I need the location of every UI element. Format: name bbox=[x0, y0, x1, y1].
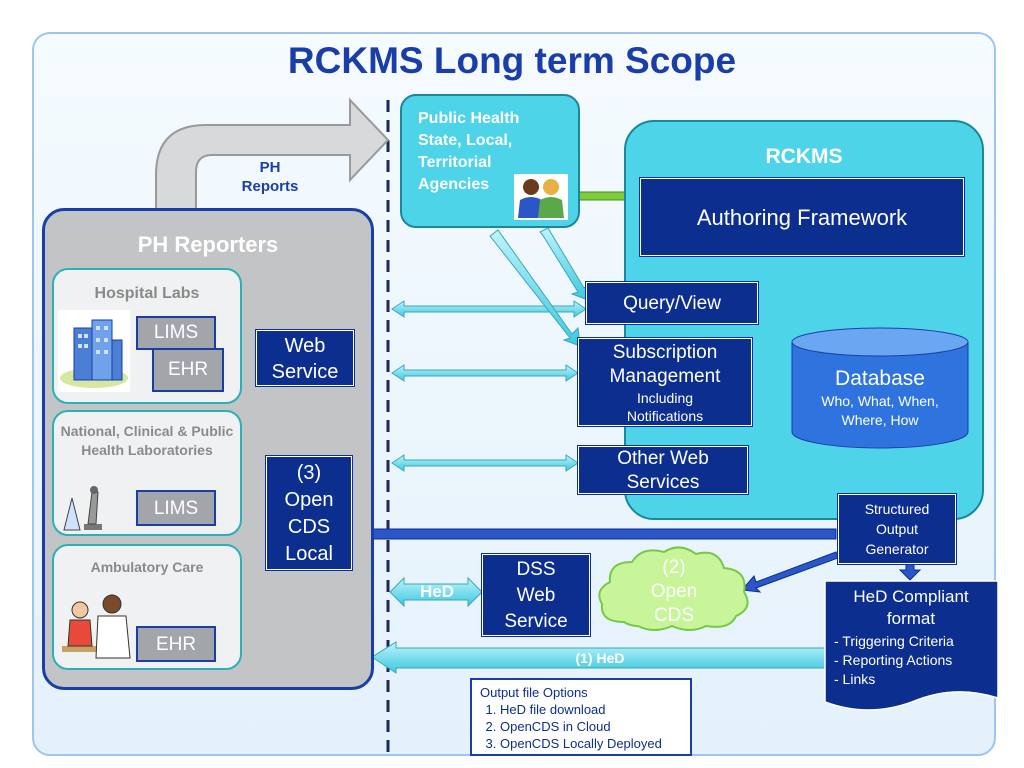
national-labs-title: National, Clinical & Public Health Labor… bbox=[60, 423, 234, 458]
ph-reporters-title: PH Reporters bbox=[137, 232, 279, 257]
open-cds-local-box: (3) Open CDS Local bbox=[265, 455, 353, 571]
arrow-subscription bbox=[391, 364, 579, 382]
output-option-item: OpenCDS in Cloud bbox=[500, 718, 682, 735]
rckms-title: RCKMS bbox=[765, 145, 843, 168]
hed-compliant-items: - Triggering Criteria - Reporting Action… bbox=[834, 632, 994, 689]
database-cylinder bbox=[791, 327, 969, 449]
arrow-structured-cloud bbox=[741, 551, 839, 593]
arrow-structured-hed bbox=[898, 561, 922, 581]
doctor-patient-icon bbox=[58, 590, 134, 662]
hospital-lims-box: LIMS bbox=[136, 316, 216, 350]
ambulatory-ehr-box: EHR bbox=[136, 626, 216, 662]
database-label: Database Who, What, When, Where, How bbox=[821, 367, 939, 428]
hed1-arrow-label: (1) HeD bbox=[575, 650, 625, 666]
ph-reports-arrow bbox=[155, 97, 390, 216]
page-title: RCKMS Long term Scope bbox=[287, 40, 737, 81]
arrow-ph-to-query bbox=[539, 227, 591, 301]
output-option-item: OpenCDS Locally Deployed bbox=[500, 735, 682, 752]
hed-compliant-doc bbox=[824, 580, 999, 711]
public-health-panel bbox=[400, 94, 580, 228]
people-icon bbox=[514, 174, 568, 220]
hed-item: - Reporting Actions bbox=[834, 652, 953, 668]
arrow-to-opencds-local bbox=[355, 523, 837, 545]
hospital-ehr-box: EHR bbox=[152, 348, 224, 392]
open-cds-cloud bbox=[598, 546, 749, 631]
output-option-item: HeD file download bbox=[500, 701, 682, 718]
subscription-box: Subscription Management Including Notifi… bbox=[577, 337, 753, 427]
output-options-box: Output file Options HeD file download Op… bbox=[470, 678, 692, 756]
arrow-ph-to-subscription bbox=[489, 229, 581, 347]
authoring-framework-box: Authoring Framework bbox=[639, 177, 965, 257]
hed-arrow-label: HeD bbox=[419, 582, 454, 601]
national-lims-box: LIMS bbox=[136, 490, 216, 526]
arrow-other bbox=[391, 454, 579, 472]
web-service-box: Web Service bbox=[255, 329, 355, 387]
hed-item: - Triggering Criteria bbox=[834, 633, 954, 649]
output-options-title: Output file Options bbox=[480, 685, 588, 700]
hospital-labs-title: Hospital Labs bbox=[94, 285, 200, 302]
query-view-box: Query/View bbox=[585, 281, 759, 325]
hed-item: - Links bbox=[834, 671, 876, 687]
microscope-icon bbox=[58, 484, 104, 534]
hed-compliant-title: HeD Compliant format bbox=[853, 587, 969, 628]
building-icon bbox=[58, 310, 130, 392]
ambulatory-title: Ambulatory Care bbox=[90, 559, 204, 575]
